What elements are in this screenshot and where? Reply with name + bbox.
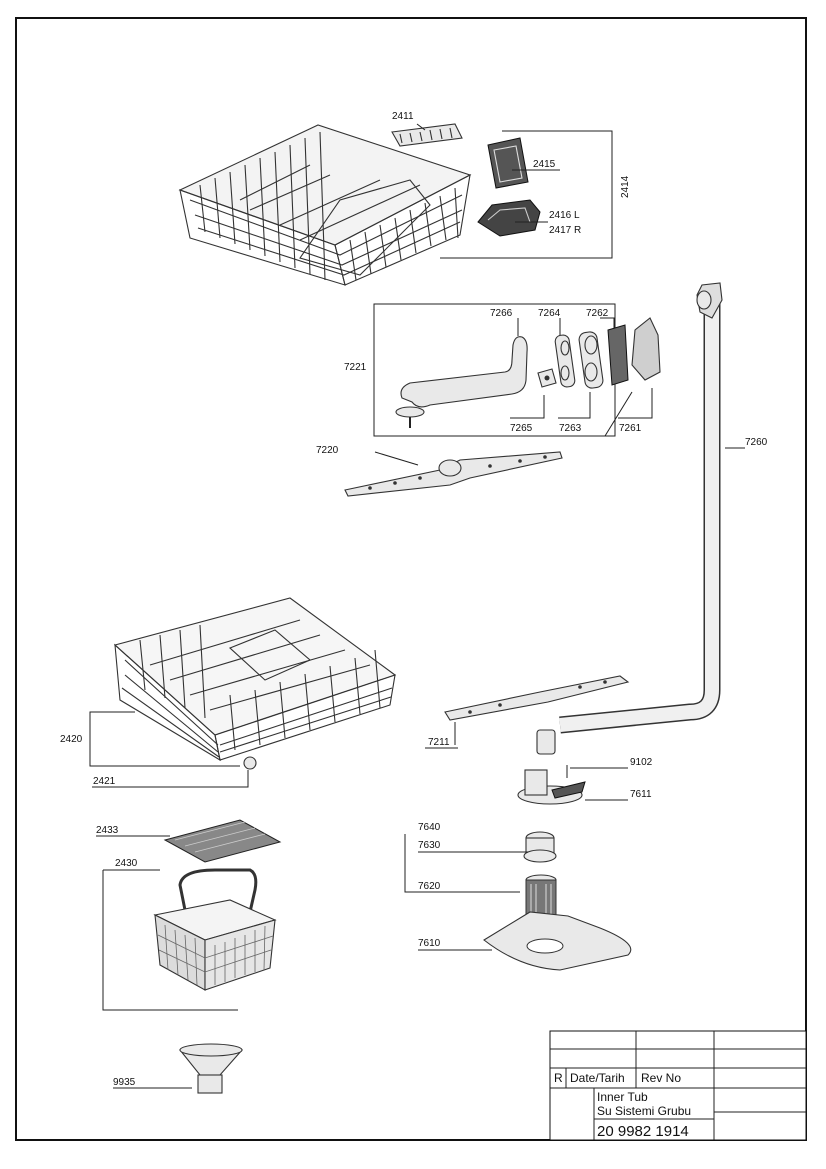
cutlery-basket	[102, 868, 277, 1011]
label-7266: 7266	[490, 308, 513, 319]
label-2416: 2416 L	[549, 210, 580, 221]
label-2415: 2415	[533, 159, 556, 170]
label-9102: 9102	[630, 757, 653, 768]
rack-clip-2415	[487, 137, 529, 189]
cup-shelf-part	[391, 123, 463, 147]
label-7220: 7220	[316, 445, 339, 456]
salt-funnel	[113, 1043, 243, 1094]
label-9935: 9935	[113, 1077, 136, 1088]
upper-spray-arm	[344, 451, 563, 497]
label-2433: 2433	[96, 825, 119, 836]
title-block-r: R	[554, 1071, 563, 1085]
label-7264: 7264	[538, 308, 561, 319]
label-7221: 7221	[344, 362, 367, 373]
title-block: R Date/Tarih Rev No Inner Tub Su Sistemi…	[549, 1030, 807, 1141]
label-7630: 7630	[418, 840, 441, 851]
cutlery-shelf	[96, 819, 282, 863]
title-block-title-line1: Inner Tub	[597, 1090, 648, 1104]
sump-part	[517, 765, 628, 805]
leaders-lower	[89, 711, 458, 788]
label-2414: 2414	[620, 175, 631, 198]
label-2430: 2430	[115, 858, 138, 869]
label-7261: 7261	[619, 423, 642, 434]
label-7640: 7640	[418, 822, 441, 833]
label-2420: 2420	[60, 734, 83, 745]
filter-assembly	[404, 831, 632, 971]
label-7211: 7211	[428, 737, 450, 748]
label-7260: 7260	[745, 437, 768, 448]
label-2411: 2411	[392, 111, 414, 122]
label-2417: 2417 R	[549, 225, 581, 236]
title-block-title-line2: Su Sistemi Grubu	[597, 1104, 691, 1118]
label-7263: 7263	[559, 423, 582, 434]
lower-spray-arm	[444, 675, 630, 755]
title-block-rev-label: Rev No	[641, 1071, 681, 1085]
main-feed-pipe	[559, 282, 745, 734]
title-block-drawing-number: 20 9982 1914	[597, 1123, 689, 1140]
label-7620: 7620	[418, 881, 441, 892]
rack-adjuster	[477, 199, 541, 237]
upper-spray-assembly	[373, 303, 661, 437]
label-7610: 7610	[418, 938, 441, 949]
title-block-date-label: Date/Tarih	[570, 1071, 625, 1085]
label-7265: 7265	[510, 423, 533, 434]
part-labels: 2411 2414 2415 2416 L 2417 R 7266 7264 7…	[60, 111, 768, 1088]
drawing-border	[15, 17, 807, 1141]
label-2421: 2421	[93, 776, 116, 787]
lower-basket	[113, 597, 397, 770]
label-7262: 7262	[586, 308, 609, 319]
leaders-upper	[416, 123, 613, 259]
upper-basket	[178, 124, 472, 286]
label-7611: 7611	[630, 789, 652, 800]
